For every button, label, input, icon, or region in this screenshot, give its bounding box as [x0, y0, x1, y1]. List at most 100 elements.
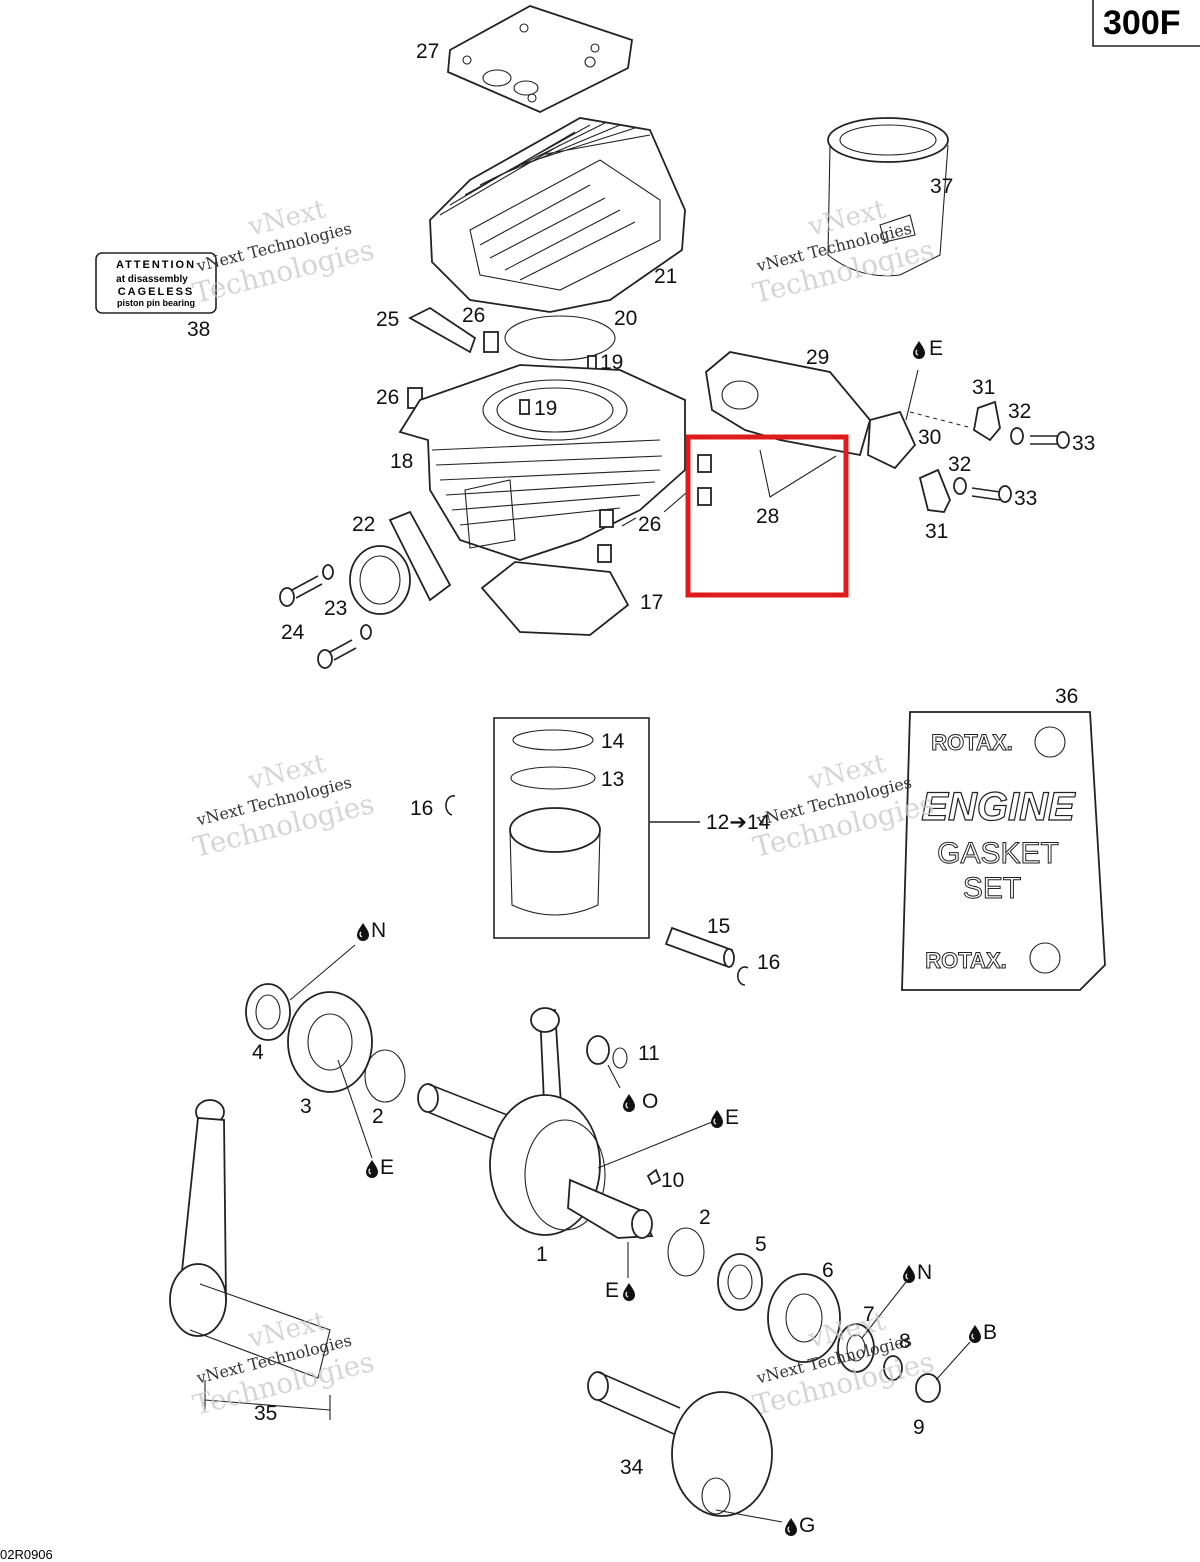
- piston-group-box: [493, 717, 700, 939]
- lube-code: O: [642, 1090, 658, 1113]
- part-26-dowels-c: [597, 454, 712, 563]
- oil-drop-icon: [356, 922, 370, 942]
- label-27: 27: [416, 40, 439, 63]
- label-6: 6: [822, 1259, 834, 1282]
- kit-brand-bottom: ROTAX.: [925, 948, 1006, 973]
- part-26-dowel-a: [483, 331, 499, 353]
- label-32: 32: [948, 453, 971, 476]
- part-24-screw-b: [317, 639, 357, 669]
- label-2: 2: [699, 1206, 711, 1229]
- lube-code: N: [917, 1261, 932, 1284]
- part-31-bracket-a: [973, 400, 1001, 442]
- lube-o-needle: O: [622, 1090, 658, 1113]
- label-26: 26: [638, 513, 661, 536]
- label-5: 5: [755, 1233, 767, 1256]
- label-14: 14: [601, 730, 625, 753]
- part-38-attention-decal: ATTENTION at disassembly CAGELESS piston…: [95, 252, 217, 314]
- part-number-labels: 27 37 21 38 25 26 20 19 26 19 18 29 31 3…: [187, 40, 1095, 1479]
- part-20-o-ring: [504, 315, 616, 361]
- decal-line-2: at disassembly: [116, 274, 188, 285]
- part-32-washer-a: [1010, 427, 1024, 445]
- label-31: 31: [972, 376, 995, 399]
- label-35: 35: [254, 1402, 277, 1425]
- label-19: 19: [534, 397, 557, 420]
- part-27-head-gasket: [447, 5, 633, 113]
- part-1-crankshaft: [417, 1007, 654, 1239]
- label-17: 17: [640, 591, 663, 614]
- label-28: 28: [756, 505, 779, 528]
- leader-lines: [289, 369, 973, 1523]
- decal-line-3: CAGELESS: [118, 286, 195, 298]
- lube-code: E: [380, 1156, 394, 1179]
- part-33-screw-b: [971, 485, 1012, 503]
- part-35-connecting-rod: [169, 1099, 331, 1420]
- lube-code: N: [371, 919, 386, 942]
- decal-line-4: piston pin bearing: [117, 298, 195, 308]
- label-11: 11: [638, 1042, 660, 1065]
- lubricant-markers: E N O E E E N B: [356, 337, 997, 1537]
- label-20: 20: [614, 307, 637, 330]
- label-36: 36: [1055, 685, 1078, 708]
- label-21: 21: [654, 265, 677, 288]
- label-7: 7: [863, 1303, 875, 1326]
- oil-drop-icon: [622, 1282, 636, 1302]
- label-38: 38: [187, 318, 210, 341]
- label-22: 22: [352, 513, 375, 536]
- lube-e-exhaust: E: [912, 337, 943, 360]
- part-4-seal: [245, 983, 291, 1041]
- lube-code: B: [983, 1321, 997, 1344]
- part-16-circlip-b: [737, 966, 749, 986]
- part-7-seal: [837, 1323, 875, 1373]
- lube-code: G: [799, 1514, 815, 1537]
- part-36-gasket-set: ROTAX. ENGINE GASKET SET ROTAX.: [901, 711, 1106, 991]
- label-33: 33: [1072, 432, 1095, 455]
- lube-n-seal: N: [356, 919, 386, 942]
- label-33: 33: [1014, 487, 1037, 510]
- label-30: 30: [918, 426, 941, 449]
- label-31: 31: [925, 520, 948, 543]
- lube-code: E: [725, 1106, 739, 1129]
- oil-drop-icon: [968, 1324, 982, 1344]
- label-8: 8: [899, 1330, 911, 1353]
- label-29: 29: [806, 346, 829, 369]
- part-21-cylinder-head: [429, 117, 686, 313]
- label-19: 19: [600, 351, 623, 374]
- lube-e-crank: E: [710, 1106, 739, 1129]
- highlight-box-part-28: [685, 434, 849, 598]
- part-8-washer: [883, 1355, 903, 1381]
- label-23: 23: [324, 597, 347, 620]
- label-10: 10: [661, 1169, 684, 1192]
- part-23-washer-a: [322, 564, 334, 580]
- label-26: 26: [376, 386, 399, 409]
- lube-code: E: [605, 1279, 619, 1302]
- part-2-ring-a: [364, 1049, 406, 1103]
- label-37: 37: [930, 175, 953, 198]
- part-6-bearing: [767, 1273, 841, 1363]
- label-1: 1: [536, 1243, 548, 1266]
- label-12-14: 12➔14: [706, 811, 771, 834]
- part-23-washer-b: [360, 624, 372, 640]
- part-24-screw-a: [279, 575, 323, 607]
- label-16: 16: [410, 797, 433, 820]
- label-3: 3: [300, 1095, 312, 1118]
- part-15-piston-pin: [664, 926, 735, 968]
- lube-e-bearing: E: [365, 1156, 394, 1179]
- label-16: 16: [757, 951, 780, 974]
- page-code: 300F: [1103, 4, 1181, 42]
- kit-title-2: GASKET: [937, 837, 1059, 870]
- label-13: 13: [601, 768, 624, 791]
- oil-drop-icon: [784, 1517, 798, 1537]
- page-code-box: 300F: [1092, 0, 1200, 47]
- label-18: 18: [390, 450, 413, 473]
- oil-drop-icon: [710, 1109, 724, 1129]
- label-9: 9: [913, 1416, 925, 1439]
- oil-drop-icon: [912, 340, 926, 360]
- part-10-key: [646, 1168, 662, 1186]
- label-15: 15: [707, 915, 730, 938]
- part-2-ring-b: [667, 1227, 705, 1277]
- kit-brand-top: ROTAX.: [931, 730, 1012, 755]
- part-32-washer-b: [953, 477, 967, 495]
- part-29-exhaust-manifold: [705, 351, 871, 457]
- label-26: 26: [462, 304, 485, 327]
